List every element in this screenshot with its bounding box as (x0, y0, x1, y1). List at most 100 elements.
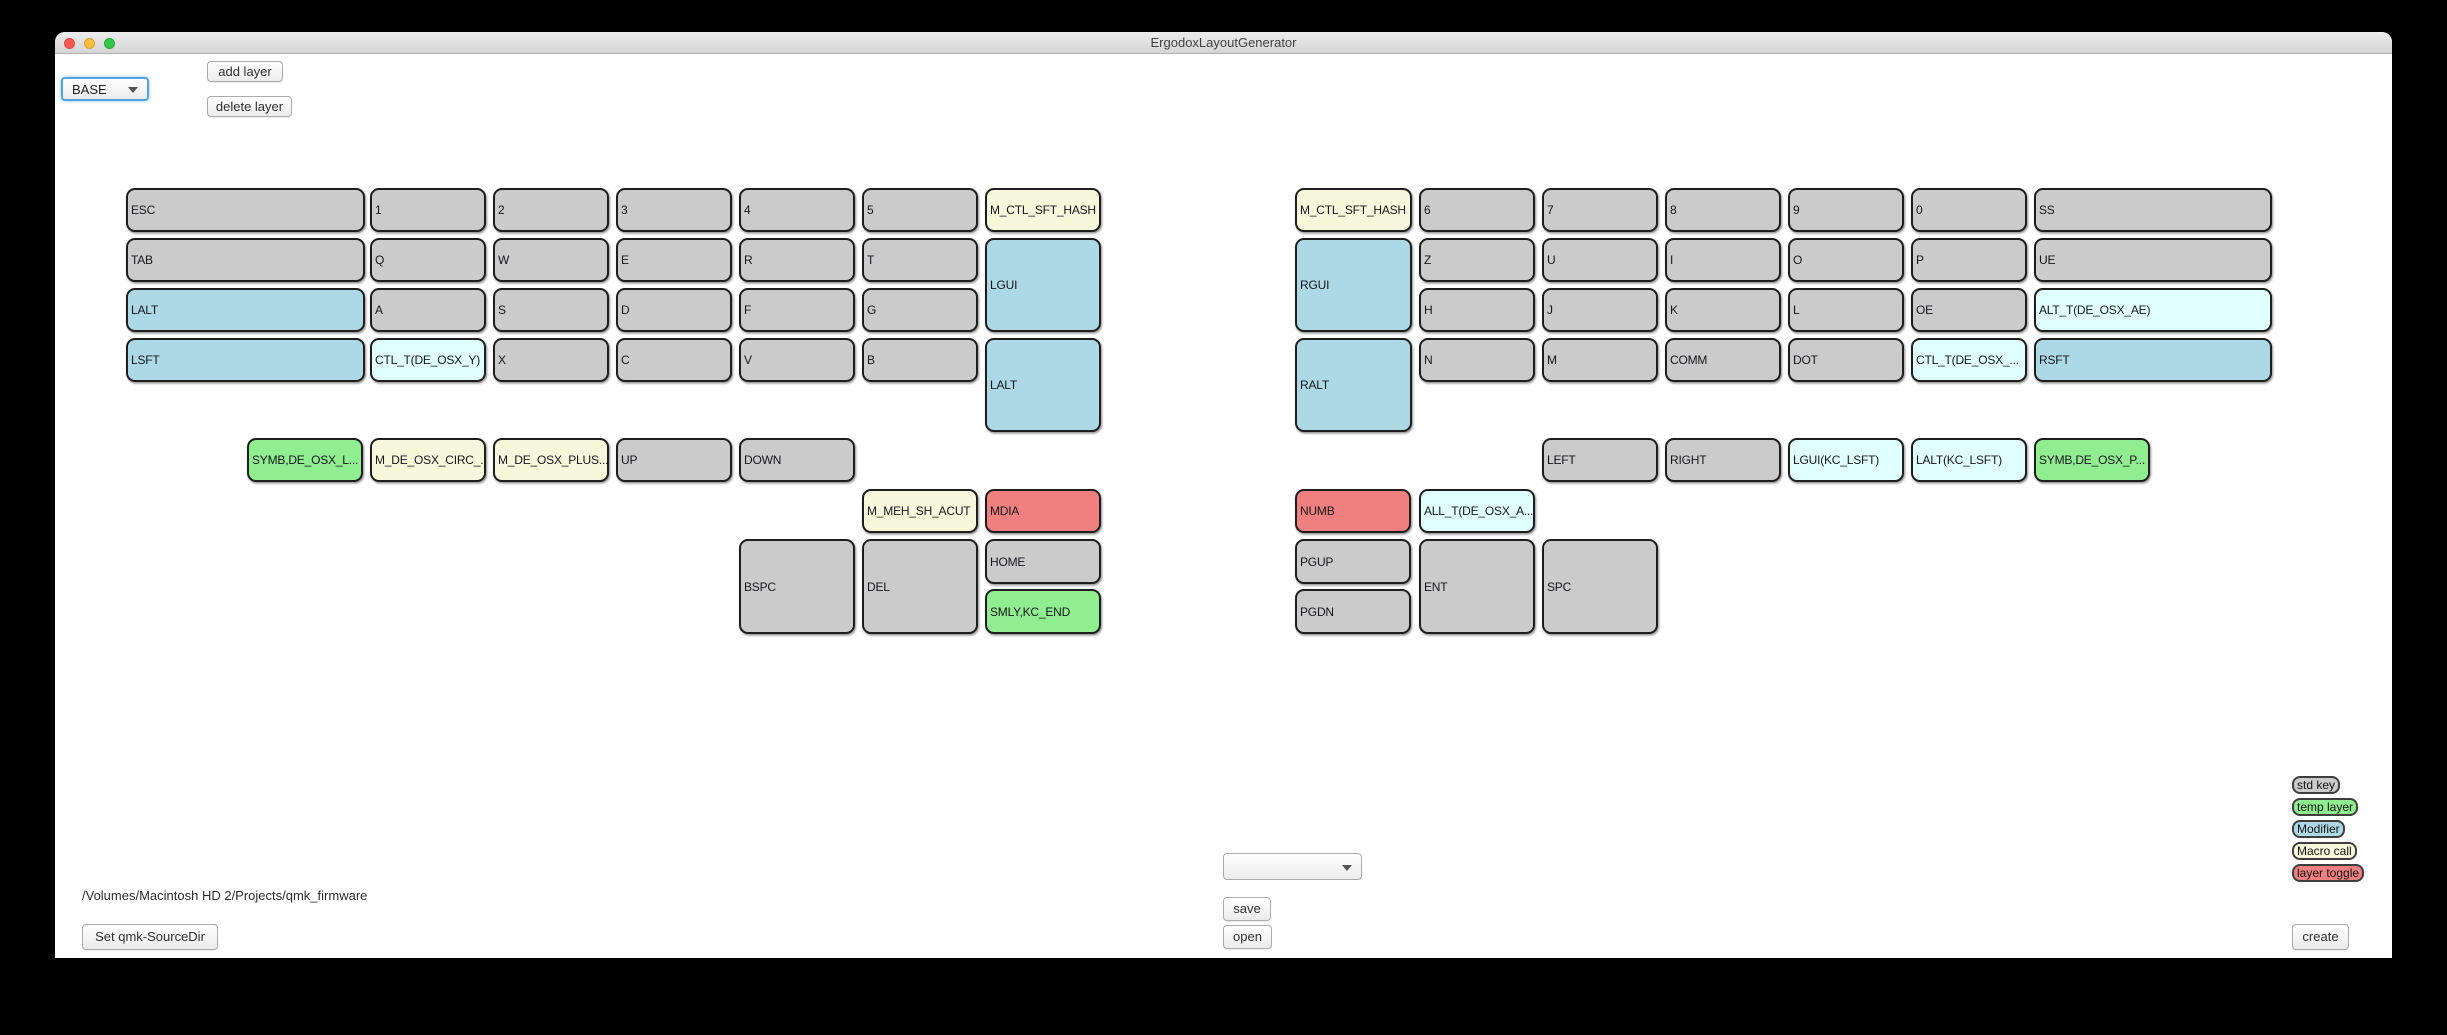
key-m-ctl-sft-hash[interactable]: M_CTL_SFT_HASH (985, 188, 1101, 232)
key-2[interactable]: 2 (493, 188, 609, 232)
key-f[interactable]: F (739, 288, 855, 332)
key-label: LALT (131, 303, 158, 317)
key-o[interactable]: O (1788, 238, 1904, 282)
key-ue[interactable]: UE (2034, 238, 2272, 282)
key-symb-de-osx-l[interactable]: SYMB,DE_OSX_L... (247, 438, 363, 482)
key-p[interactable]: P (1911, 238, 2027, 282)
key-label: ESC (131, 203, 156, 217)
key-lalt-kc-lsft[interactable]: LALT(KC_LSFT) (1911, 438, 2027, 482)
create-button[interactable]: create (2292, 924, 2349, 950)
key-z[interactable]: Z (1419, 238, 1535, 282)
key-s[interactable]: S (493, 288, 609, 332)
key-label: SMLY,KC_END (990, 604, 1071, 619)
set-qmk-sourcedir-button[interactable]: Set qmk-SourceDir (82, 924, 218, 950)
key-h[interactable]: H (1419, 288, 1535, 332)
key-comm[interactable]: COMM (1665, 338, 1781, 382)
key-tab[interactable]: TAB (126, 238, 365, 282)
key-q[interactable]: Q (370, 238, 486, 282)
minimize-button[interactable] (84, 38, 95, 49)
key-k[interactable]: K (1665, 288, 1781, 332)
key-l[interactable]: L (1788, 288, 1904, 332)
key-label: 8 (1670, 203, 1677, 217)
key-numb[interactable]: NUMB (1295, 489, 1411, 533)
key-esc[interactable]: ESC (126, 188, 365, 232)
key-c[interactable]: C (616, 338, 732, 382)
key-j[interactable]: J (1542, 288, 1658, 332)
key-lalt[interactable]: LALT (126, 288, 365, 332)
key-all-t-de-osx-a[interactable]: ALL_T(DE_OSX_A... (1419, 489, 1535, 533)
key-dot[interactable]: DOT (1788, 338, 1904, 382)
key-pgup[interactable]: PGUP (1295, 539, 1411, 584)
key-left[interactable]: LEFT (1542, 438, 1658, 482)
key-x[interactable]: X (493, 338, 609, 382)
key-alt-t-de-osx-ae[interactable]: ALT_T(DE_OSX_AE) (2034, 288, 2272, 332)
key-lalt[interactable]: LALT (985, 338, 1101, 432)
key-ctl-t-de-osx[interactable]: CTL_T(DE_OSX_... (1911, 338, 2027, 382)
key-n[interactable]: N (1419, 338, 1535, 382)
key-label: G (867, 303, 877, 317)
key-m-ctl-sft-hash[interactable]: M_CTL_SFT_HASH (1295, 188, 1412, 232)
open-button[interactable]: open (1223, 925, 1272, 949)
key-e[interactable]: E (616, 238, 732, 282)
key-9[interactable]: 9 (1788, 188, 1904, 232)
key-6[interactable]: 6 (1419, 188, 1535, 232)
key-b[interactable]: B (862, 338, 978, 382)
add-layer-button[interactable]: add layer (207, 61, 283, 82)
key-5[interactable]: 5 (862, 188, 978, 232)
key-3[interactable]: 3 (616, 188, 732, 232)
key-ralt[interactable]: RALT (1295, 338, 1412, 432)
key-bspc[interactable]: BSPC (739, 539, 855, 634)
key-label: SS (2039, 203, 2055, 217)
key-smly-kc-end[interactable]: SMLY,KC_END (985, 589, 1101, 634)
key-1[interactable]: 1 (370, 188, 486, 232)
key-right[interactable]: RIGHT (1665, 438, 1781, 482)
key-oe[interactable]: OE (1911, 288, 2027, 332)
key-rgui[interactable]: RGUI (1295, 238, 1412, 332)
key-u[interactable]: U (1542, 238, 1658, 282)
key-lgui[interactable]: LGUI (985, 238, 1101, 332)
key-m-de-osx-circ[interactable]: M_DE_OSX_CIRC_... (370, 438, 486, 482)
delete-layer-button[interactable]: delete layer (207, 96, 292, 117)
zoom-button[interactable] (104, 38, 115, 49)
key-ctl-t-de-osx-y[interactable]: CTL_T(DE_OSX_Y) (370, 338, 486, 382)
key-ent[interactable]: ENT (1419, 539, 1535, 634)
key-r[interactable]: R (739, 238, 855, 282)
key-up[interactable]: UP (616, 438, 732, 482)
key-v[interactable]: V (739, 338, 855, 382)
key-label: L (1793, 303, 1800, 317)
close-button[interactable] (64, 38, 75, 49)
key-down[interactable]: DOWN (739, 438, 855, 482)
key-label: CTL_T(DE_OSX_... (1916, 353, 2019, 367)
key-a[interactable]: A (370, 288, 486, 332)
save-button[interactable]: save (1223, 897, 1271, 921)
key-g[interactable]: G (862, 288, 978, 332)
key-label: R (744, 253, 753, 267)
key-w[interactable]: W (493, 238, 609, 282)
key-spc[interactable]: SPC (1542, 539, 1658, 634)
key-label: HOME (990, 554, 1026, 569)
key-m[interactable]: M (1542, 338, 1658, 382)
key-home[interactable]: HOME (985, 539, 1101, 584)
key-symb-de-osx-p[interactable]: SYMB,DE_OSX_P... (2034, 438, 2150, 482)
key-m-de-osx-plus[interactable]: M_DE_OSX_PLUS... (493, 438, 609, 482)
key-pgdn[interactable]: PGDN (1295, 589, 1411, 634)
key-label: BSPC (744, 579, 776, 594)
key-t[interactable]: T (862, 238, 978, 282)
key-lsft[interactable]: LSFT (126, 338, 365, 382)
key-mdia[interactable]: MDIA (985, 489, 1101, 533)
key-label: RSFT (2039, 353, 2070, 367)
key-m-meh-sh-acut[interactable]: M_MEH_SH_ACUT (862, 489, 978, 533)
key-label: RIGHT (1670, 453, 1707, 467)
layer-select[interactable]: BASE (61, 77, 149, 101)
key-i[interactable]: I (1665, 238, 1781, 282)
key-ss[interactable]: SS (2034, 188, 2272, 232)
key-lgui-kc-lsft[interactable]: LGUI(KC_LSFT) (1788, 438, 1904, 482)
keyboard-select[interactable] (1223, 853, 1362, 880)
key-8[interactable]: 8 (1665, 188, 1781, 232)
key-del[interactable]: DEL (862, 539, 978, 634)
key-7[interactable]: 7 (1542, 188, 1658, 232)
key-rsft[interactable]: RSFT (2034, 338, 2272, 382)
key-0[interactable]: 0 (1911, 188, 2027, 232)
key-d[interactable]: D (616, 288, 732, 332)
key-4[interactable]: 4 (739, 188, 855, 232)
